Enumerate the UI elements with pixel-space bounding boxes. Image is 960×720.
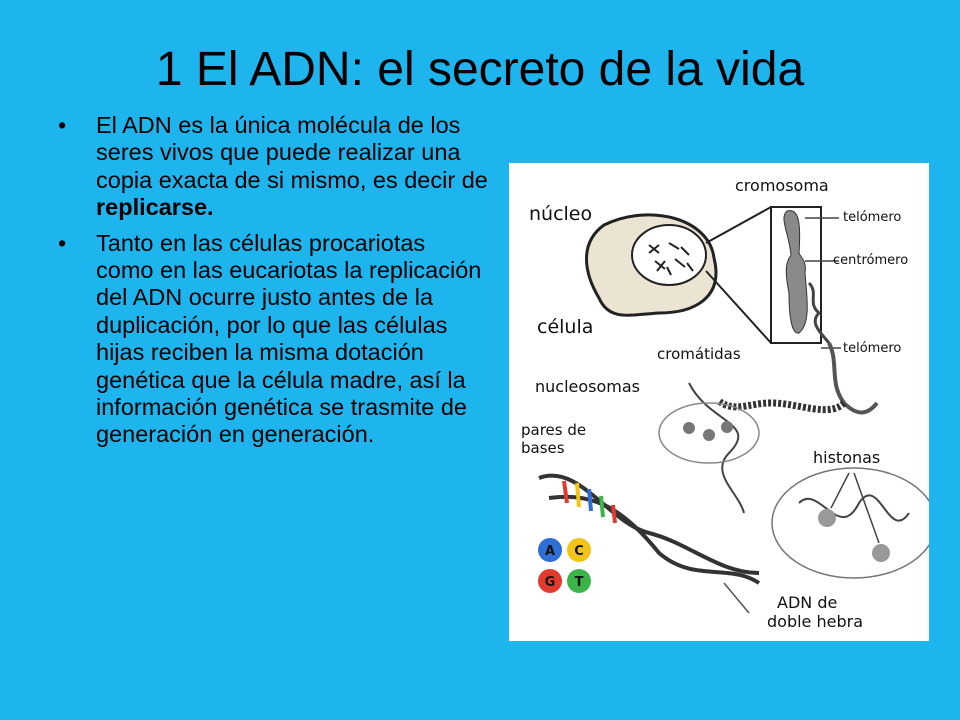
bullet-bold-text: replicarse. [96, 194, 214, 221]
label-doble-hebra: doble hebra [767, 612, 863, 631]
base-c [567, 538, 591, 562]
label-nucleo: núcleo [529, 203, 592, 225]
base-t-label: T [575, 575, 584, 590]
slide-title: 1 El ADN: el secreto de la vida [155, 43, 805, 96]
bullet-item: • El ADN es la única molécula de los ser… [58, 112, 488, 222]
base-a [538, 538, 562, 562]
chromosome-box [770, 206, 822, 344]
label-pares-de: pares de [521, 421, 586, 439]
label-bases: bases [521, 439, 565, 457]
dna-diagram: A C G T núcleo célula cromosoma telómero… [509, 163, 929, 641]
nucleus-shape [631, 224, 707, 286]
bullet-list: • El ADN es la única molécula de los ser… [58, 112, 488, 457]
label-telomero-top: telómero [843, 210, 901, 225]
base-t [567, 569, 591, 593]
label-cromatidas: cromátidas [657, 345, 741, 363]
histones-group [771, 467, 929, 579]
double-helix [538, 473, 761, 585]
label-celula: célula [537, 316, 593, 338]
bullet-item: • Tanto en las células procariotas como … [58, 230, 488, 449]
bullet-text: Tanto en las células procariotas como en… [96, 229, 482, 448]
base-g-label: G [545, 575, 556, 590]
label-telomero-bottom: telómero [843, 341, 901, 356]
base-g [538, 569, 562, 593]
chromosome-shape [783, 210, 808, 334]
label-centromero: centrómero [833, 253, 908, 268]
base-legend: A C G T [538, 538, 591, 593]
label-adn-de: ADN de [777, 593, 837, 612]
label-nucleosomas: nucleosomas [535, 377, 640, 396]
bullet-text: El ADN es la única molécula de los seres… [96, 112, 488, 193]
bullet-marker: • [58, 229, 67, 256]
base-c-label: C [574, 544, 584, 559]
bullet-marker: • [58, 112, 67, 138]
base-a-label: A [545, 544, 555, 559]
label-cromosoma: cromosoma [735, 176, 829, 195]
label-histonas: histonas [813, 448, 880, 467]
